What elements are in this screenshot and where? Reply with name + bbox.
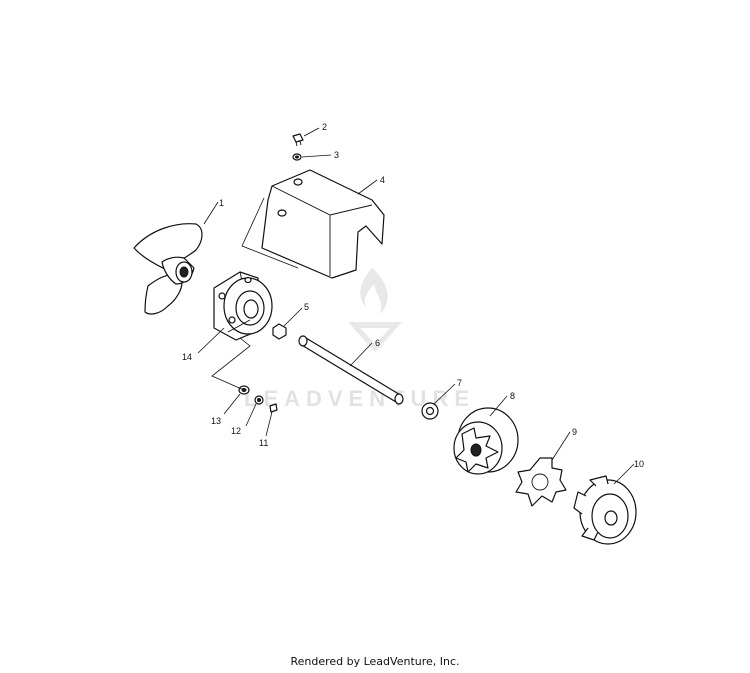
callout-leaders <box>197 127 635 485</box>
callout-13: 13 <box>211 416 221 426</box>
callout-labels: 1 2 3 4 5 6 7 8 9 10 11 12 13 14 <box>182 122 644 469</box>
part-2-bolt[interactable] <box>292 133 304 147</box>
part-14-housing[interactable] <box>213 271 273 341</box>
callout-2: 2 <box>322 122 327 132</box>
callout-8: 8 <box>510 391 515 401</box>
callout-1: 1 <box>219 198 224 208</box>
callout-14: 14 <box>182 352 192 362</box>
part-10-coupler-half[interactable] <box>573 475 637 545</box>
callout-3: 3 <box>334 150 339 160</box>
callout-4: 4 <box>380 175 385 185</box>
v-logo-icon <box>348 322 402 352</box>
callout-5: 5 <box>304 302 309 312</box>
part-5-nut[interactable] <box>272 323 287 340</box>
part-6-shaft[interactable] <box>298 335 404 405</box>
part-8-coupler-hub[interactable] <box>453 407 519 475</box>
callout-7: 7 <box>457 378 462 388</box>
callout-6: 6 <box>375 338 380 348</box>
part-12-lock-washer[interactable] <box>254 395 264 405</box>
callout-12: 12 <box>231 426 241 436</box>
flame-logo-icon <box>360 268 388 314</box>
part-9-spider[interactable] <box>515 457 567 507</box>
callout-9: 9 <box>572 427 577 437</box>
callout-11: 11 <box>259 438 268 448</box>
part-11-screw[interactable] <box>269 403 278 413</box>
part-4-guard-plate[interactable] <box>261 169 385 279</box>
callout-10: 10 <box>634 459 644 469</box>
part-3-nut[interactable] <box>292 153 302 161</box>
footer-credit: Rendered by LeadVenture, Inc. <box>290 655 460 668</box>
part-1-fan[interactable] <box>133 223 203 315</box>
part-7-washer[interactable] <box>421 402 439 420</box>
leadventure-watermark: LEADVENTURE <box>244 268 475 411</box>
watermark-text: LEADVENTURE <box>244 386 475 411</box>
